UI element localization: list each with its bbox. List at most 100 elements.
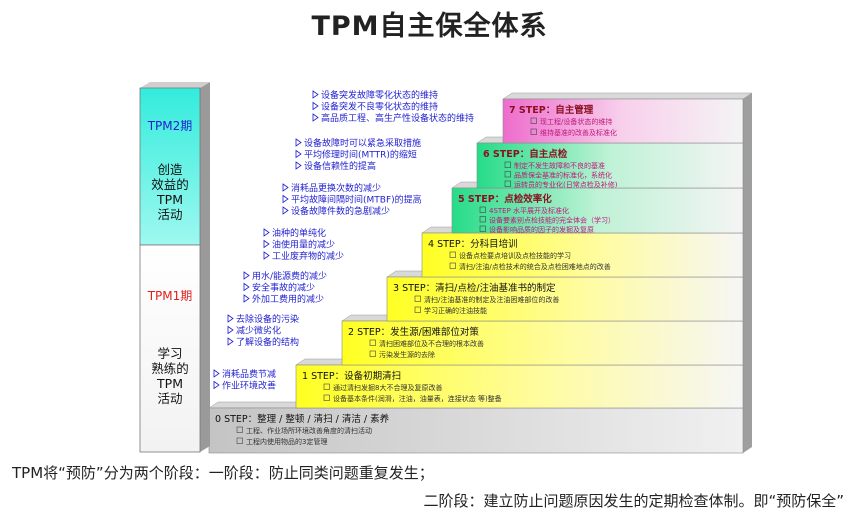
step-front-face: [341, 320, 744, 366]
step-item: 制定不发生故障和不良的基准: [514, 161, 605, 170]
checkbox-icon: [236, 426, 243, 433]
left-bar-side: [200, 82, 210, 452]
triangle-bullet-icon: [282, 183, 289, 192]
effect-item: 设备故障件数的急剧减少: [291, 205, 390, 217]
triangle-bullet-icon: [243, 271, 250, 280]
step-item: 品质保全基准的标准化，系统化: [514, 171, 612, 180]
step-item: 4STEP 水平展开及标准化: [489, 206, 569, 215]
step-top-face: [502, 92, 753, 100]
triangle-bullet-icon: [312, 90, 319, 99]
checkbox-icon: [449, 251, 456, 258]
triangle-bullet-icon: [295, 161, 302, 170]
phase2-desc-line: 活动: [157, 207, 182, 222]
triangle-bullet-icon: [227, 314, 234, 323]
effect-item: 设备信赖性的提高: [304, 160, 376, 172]
step-side-face: [743, 315, 752, 365]
step-label: 5 STEP：点检效率化: [458, 193, 552, 205]
step-label: 0 STEP：整理 / 整顿 / 清扫 / 清洁 / 素养: [215, 413, 390, 425]
effect-item: 去除设备的污染: [236, 313, 299, 325]
step-item: 通过清扫发掘8大不合理及复原改善: [333, 383, 442, 392]
effect-item: 消耗品更换次数的减少: [291, 182, 381, 194]
effect-item: 外加工费用的减少: [252, 293, 324, 305]
step-6: 6 STEP：自主点检制定不发生故障和不良的基准品质保全基准的标准化，系统化运转…: [476, 136, 753, 189]
checkbox-icon: [479, 206, 486, 213]
step-item: 维持基准的改善及标准化: [540, 128, 617, 137]
triangle-bullet-icon: [295, 138, 302, 147]
effect-item: 油使用量的减少: [272, 239, 335, 251]
checkbox-icon: [323, 383, 330, 390]
step-front-face: [386, 276, 744, 322]
step-1: 1 STEP：设备初期清扫通过清扫发掘8大不合理及复原改善设备基本条件(润滑，注…: [295, 358, 753, 409]
effect-item: 油种的单纯化: [272, 227, 326, 239]
triangle-bullet-icon: [263, 228, 270, 237]
step-side-face: [743, 93, 752, 143]
phase1-desc-line: 学习: [157, 346, 182, 361]
checkbox-icon: [530, 128, 537, 135]
step-side-face: [743, 137, 752, 188]
step-item: 清扫/注油基准的制定及注油困难部位的改善: [424, 295, 559, 304]
effects-group-7: 设备突发故障零化状态的维持设备突发不良零化状态的维持高品质工程、高生产性设备状态…: [312, 89, 474, 124]
step-side-face: [743, 271, 752, 321]
triangle-bullet-icon: [213, 380, 220, 390]
page-title: TPM自主保全体系: [311, 11, 548, 42]
step-label: 7 STEP：自主管理: [509, 104, 594, 116]
triangle-bullet-icon: [227, 325, 234, 335]
phase2-desc-line: 效益的: [151, 177, 189, 192]
step-side-face: [743, 227, 752, 277]
triangle-bullet-icon: [312, 101, 319, 111]
phase2-label: TPM2期: [147, 119, 193, 133]
checkbox-icon: [530, 117, 537, 124]
effect-item: 减少微劣化: [236, 325, 281, 337]
left-phase-bar: TPM2期 创造 效益的 TPM 活动 TPM1期 学习 熟练的 TPM 活动: [139, 82, 210, 453]
checkbox-icon: [479, 216, 486, 223]
phase1-label: TPM1期: [147, 289, 193, 303]
effect-item: 消耗品费节减: [222, 368, 276, 380]
step-item: 工程、作业场所环境改善角度的清扫活动: [246, 426, 372, 435]
step-item: 清扫/注油/点检技术的统合及点检困难地点的改善: [459, 262, 611, 271]
step-label: 2 STEP：发生源/困难部位对策: [348, 326, 479, 338]
checkbox-icon: [504, 161, 511, 168]
phase2-box: [139, 87, 201, 246]
step-item: 污染发生源的去除: [379, 350, 435, 359]
step-front-face: [451, 187, 744, 234]
step-item: 设备基本条件(润滑，注油，油量表，连接状态 等)整备: [333, 394, 502, 403]
step-item: 工程内使用物品的3定管理: [246, 437, 327, 446]
checkbox-icon: [449, 262, 456, 269]
phase2-desc-line: 创造: [157, 162, 183, 177]
left-bar-top: [140, 82, 210, 88]
phase1-desc-line: 熟练的: [151, 361, 189, 376]
step-side-face: [743, 359, 752, 408]
step-4: 4 STEP：分科目培训设备点检要点培训及点检技能的学习清扫/注油/点检技术的统…: [421, 226, 753, 278]
checkbox-icon: [236, 437, 243, 444]
step-item: 清扫困难部位及不合理的根本改善: [379, 339, 484, 348]
effect-item: 工业废弃物的减少: [272, 250, 344, 262]
phase1-box: [139, 244, 201, 453]
footer-line-2: 二阶段：建立防止问题原因发生的定期检查体制。即“预防保全”: [423, 492, 844, 510]
step-0: 0 STEP：整理 / 整顿 / 清扫 / 清洁 / 素养工程、作业场所环境改善…: [208, 401, 753, 454]
triangle-bullet-icon: [263, 239, 270, 249]
step-label: 4 STEP：分科目培训: [428, 238, 518, 250]
effect-item: 设备故障时可以紧急采取措施: [304, 137, 421, 149]
step-3: 3 STEP：清扫/点检/注油基准书的制定清扫/注油基准的制定及注油困难部位的改…: [386, 270, 753, 322]
triangle-bullet-icon: [312, 113, 319, 122]
triangle-bullet-icon: [213, 369, 220, 378]
triangle-bullet-icon: [282, 206, 289, 215]
checkbox-icon: [479, 225, 486, 232]
checkbox-icon: [369, 339, 376, 346]
step-item: 运转员的专业化(日常点检及补修): [514, 180, 618, 189]
step-side-face: [743, 402, 752, 453]
step-item: 现工程/设备状态的维持: [540, 117, 612, 126]
checkbox-icon: [504, 171, 511, 178]
step-side-face: [743, 182, 752, 233]
step-front-face: [502, 98, 744, 144]
effect-item: 作业环境改善: [222, 380, 276, 392]
step-front-face: [421, 232, 744, 278]
